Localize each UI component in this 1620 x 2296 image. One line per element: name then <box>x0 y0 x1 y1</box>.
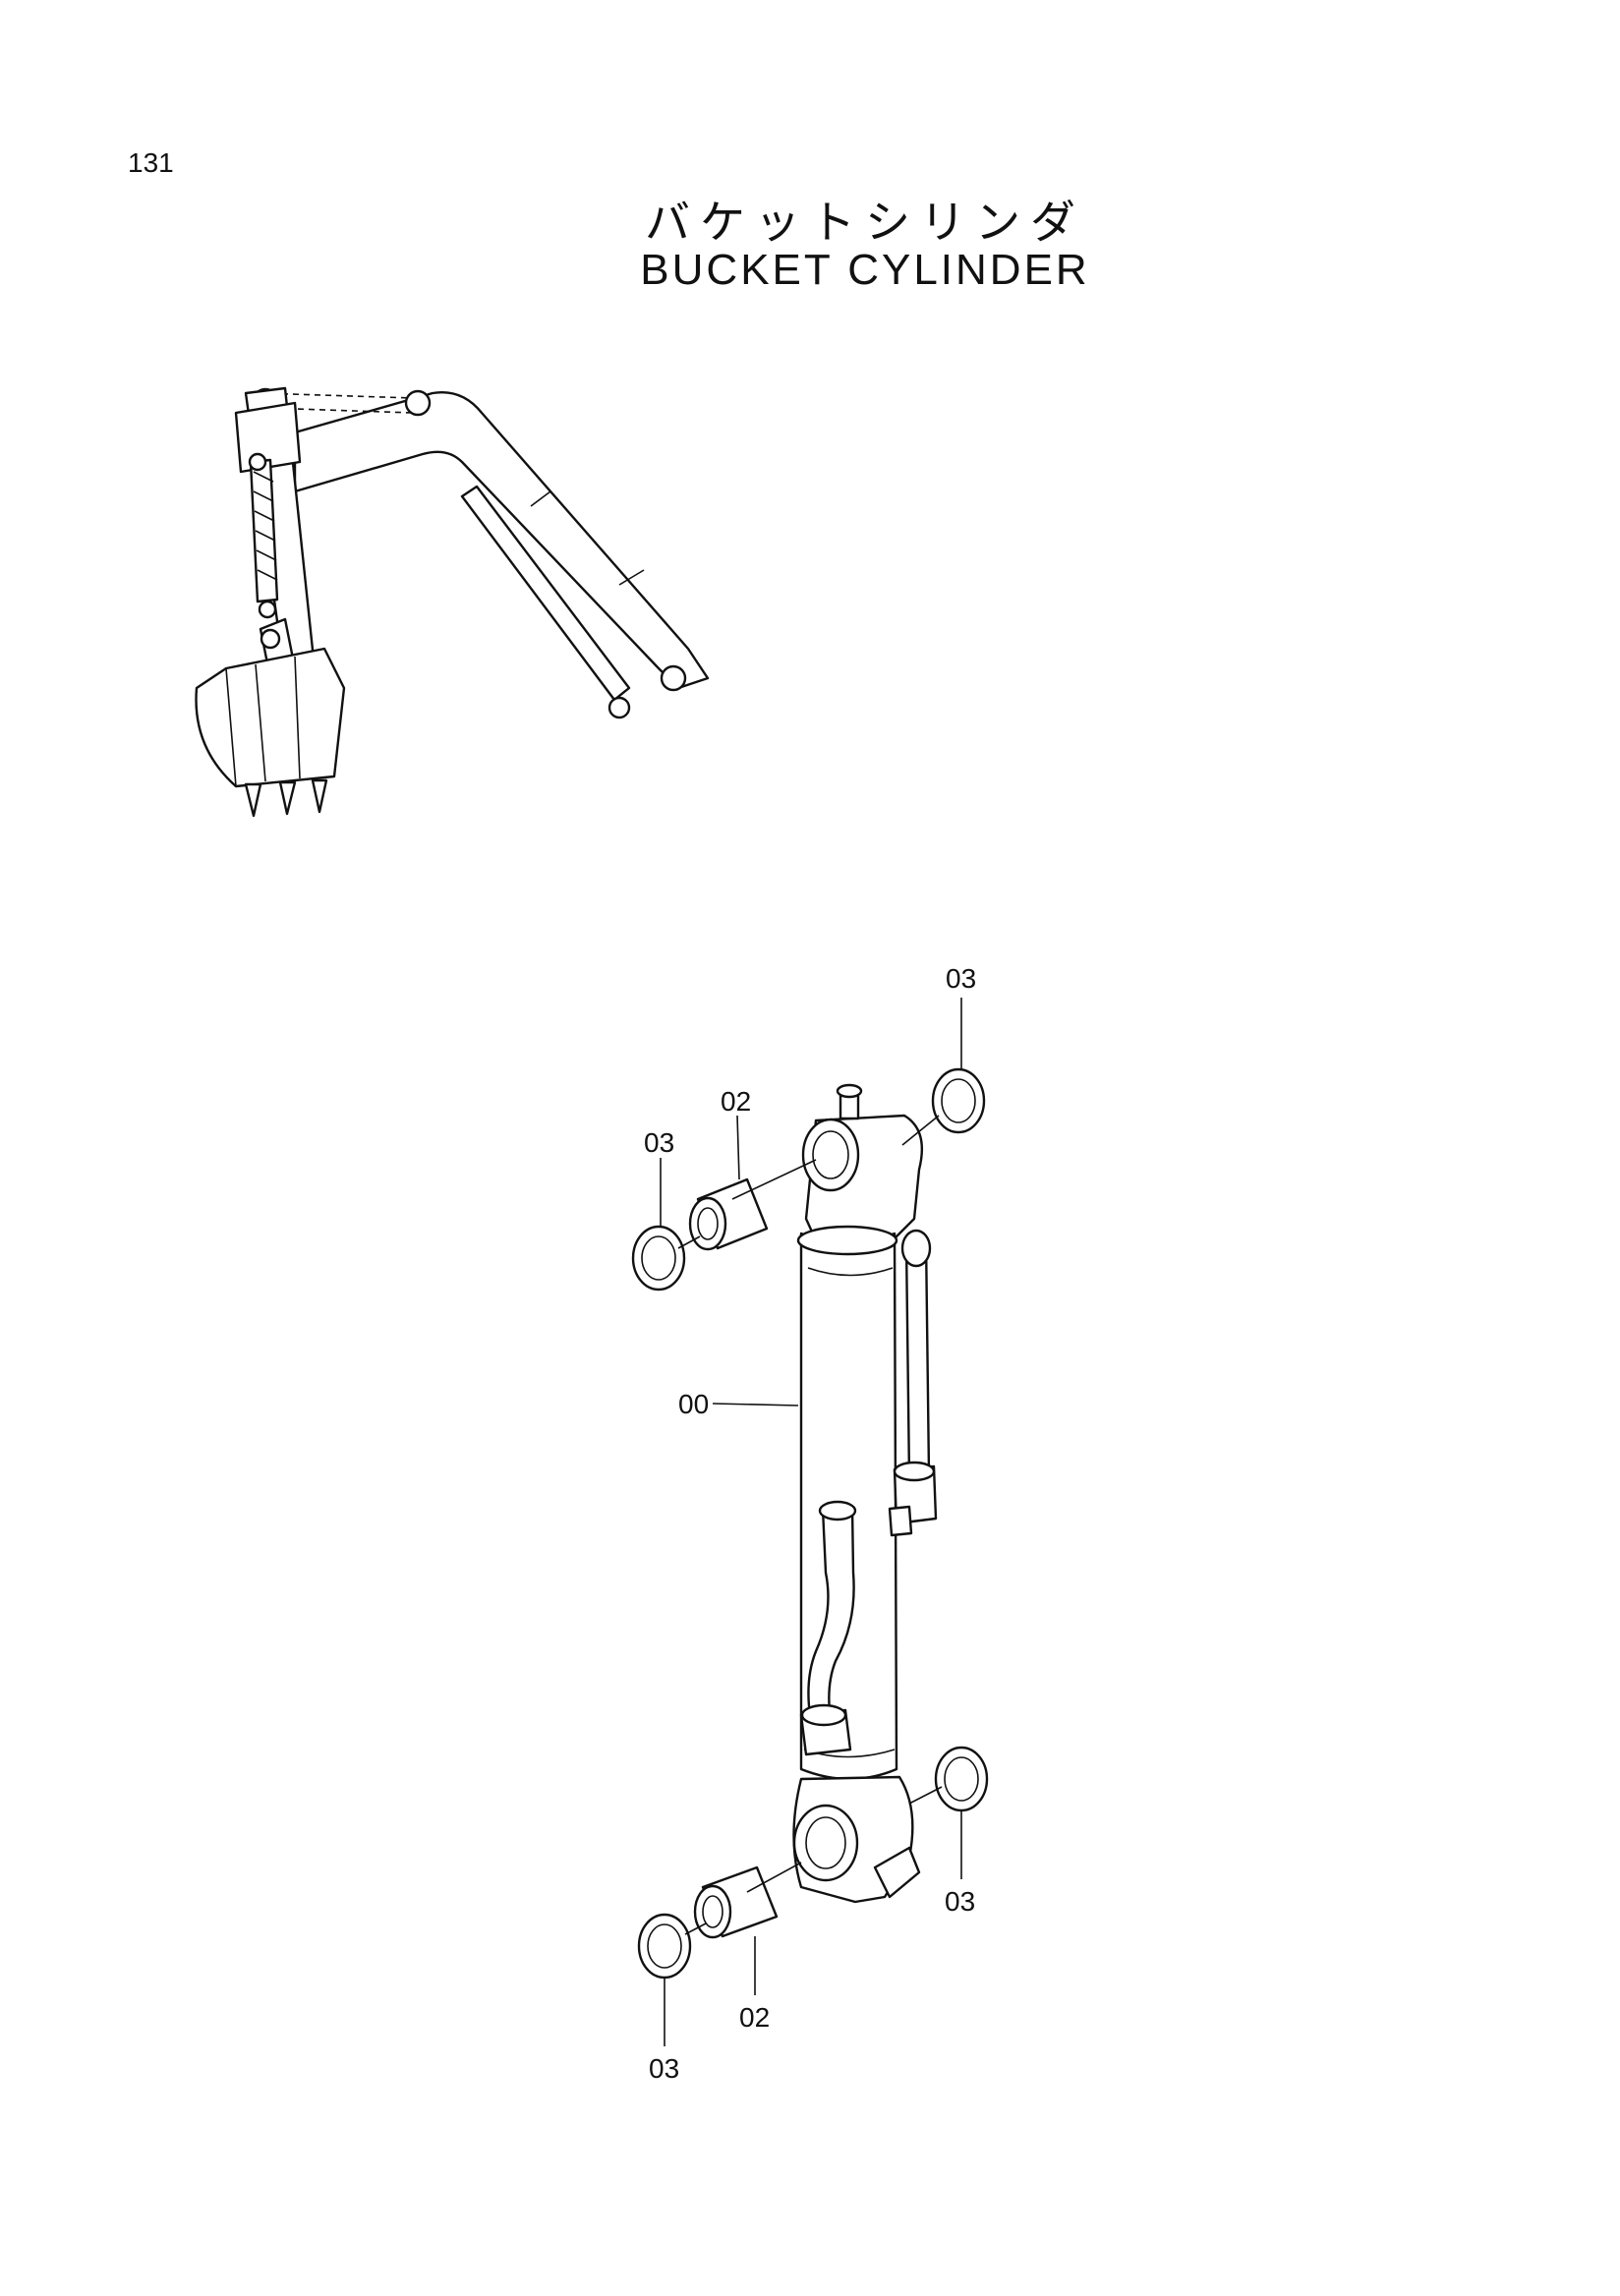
page-title-english: BUCKET CYLINDER <box>640 246 1090 294</box>
bushing-bottom <box>693 1862 802 1939</box>
callout-bottom-right-seal: 03 <box>945 1886 975 1917</box>
boom-cylinder-illustration <box>460 485 631 702</box>
dust-seal-top-left <box>631 1225 701 1292</box>
bucket-illustration <box>195 647 346 788</box>
callout-top-right-seal: 03 <box>946 963 976 994</box>
callout-cylinder-assembly: 00 <box>678 1389 709 1419</box>
page-number: 131 <box>128 147 174 178</box>
bushing-top <box>688 1159 817 1251</box>
leader-cylinder-assembly <box>712 1403 799 1406</box>
callout-top-bushing: 02 <box>721 1086 751 1117</box>
bucket-cylinder-exploded-view: 03 02 03 00 03 02 03 <box>631 963 989 2084</box>
cylinder-head-eye-bottom <box>792 1775 921 1904</box>
hydraulic-pipe-right <box>888 1229 938 1537</box>
callout-bottom-bushing: 02 <box>739 2002 770 2033</box>
cylinder-rod-eye-top <box>801 1083 923 1242</box>
excavator-attachment-overview <box>195 386 710 818</box>
hydraulic-pipe-left <box>799 1500 857 1756</box>
leader-top-bushing <box>736 1115 740 1180</box>
dust-seal-bottom-right <box>908 1746 989 1812</box>
dust-seal-top-right <box>901 1067 986 1146</box>
page-title-japanese: バケットシリンダ <box>645 196 1085 249</box>
callout-bottom-left-seal: 03 <box>649 2053 679 2084</box>
callout-top-left-seal: 03 <box>644 1127 674 1158</box>
dust-seal-bottom-left <box>637 1913 707 1980</box>
